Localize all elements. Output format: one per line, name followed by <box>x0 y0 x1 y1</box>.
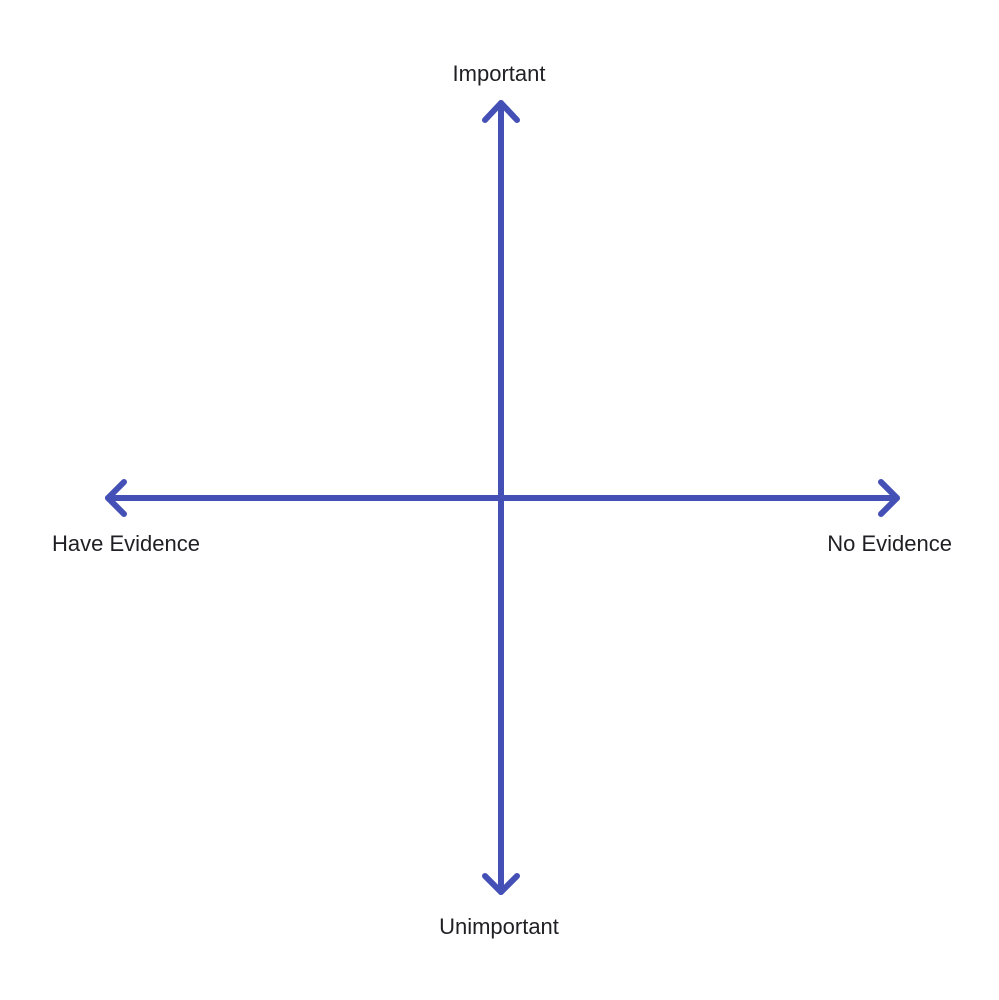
axis-label-top: Important <box>452 61 546 86</box>
arrowhead-right <box>878 479 900 517</box>
axis-label-left: Have Evidence <box>52 531 200 556</box>
axis-label-bottom: Unimportant <box>439 914 559 939</box>
arrowhead-down <box>482 873 520 895</box>
arrowhead-up <box>482 100 520 123</box>
axis-label-right: No Evidence <box>827 531 952 556</box>
arrowhead-left <box>105 479 127 517</box>
